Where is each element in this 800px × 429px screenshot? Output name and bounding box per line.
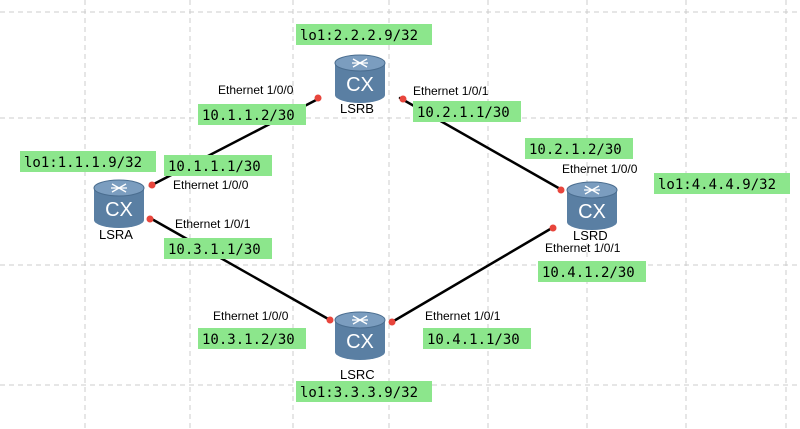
device-name-lsrb: LSRB — [340, 101, 374, 116]
loopback-label-bg — [654, 173, 790, 194]
ip-label-lsrb-e0: 10.1.1.2/30 — [202, 108, 295, 124]
ip-label-lsrd-e1: 10.4.1.2/30 — [542, 265, 635, 281]
port-label-lsrb-e1: Ethernet 1/0/1 — [413, 84, 489, 98]
port-label-lsra-e0: Ethernet 1/0/0 — [173, 178, 249, 192]
router-glyph: CX — [346, 74, 374, 96]
ip-label-lsra-e1: 10.3.1.1/30 — [168, 242, 261, 258]
port-dot-lsrb-e1[interactable] — [399, 95, 407, 103]
port-dot-lsrb-e0[interactable] — [314, 94, 322, 102]
port-label-lsra-e1: Ethernet 1/0/1 — [175, 217, 251, 231]
ip-label-bg — [525, 138, 633, 159]
device-name-lsrd: LSRD — [573, 228, 608, 243]
loopback-label-lsrc: lo1:3.3.3.9/32 — [300, 385, 418, 401]
link-lsrc-lsrd — [390, 226, 554, 324]
port-label-lsrd-e0: Ethernet 1/0/0 — [562, 162, 638, 176]
router-lsrc[interactable]: CX — [334, 311, 386, 360]
port-dot-lsrc-e1[interactable] — [388, 318, 396, 326]
router-icon: CX — [334, 54, 386, 103]
ip-label-bg — [413, 101, 521, 122]
ip-label-bg — [538, 261, 646, 282]
ip-label-lsrc-e0: 10.3.1.2/30 — [202, 332, 295, 348]
link-lsra-lsrc — [148, 216, 332, 322]
ip-label-lsrc-e1: 10.4.1.1/30 — [427, 332, 520, 348]
ip-label-lsra-e0: 10.1.1.1/30 — [168, 159, 261, 175]
router-lsrb[interactable]: CX — [334, 54, 386, 103]
port-dot-lsrd-e0[interactable] — [557, 186, 565, 194]
loopback-label-lsrd: lo1:4.4.4.9/32 — [658, 177, 776, 193]
port-label-lsrc-e0: Ethernet 1/0/0 — [213, 309, 289, 323]
loopback-label-bg — [20, 151, 156, 172]
ip-label-bg — [198, 328, 306, 349]
router-icon: CX — [566, 181, 618, 230]
loopback-label-lsra: lo1:1.1.1.9/32 — [24, 155, 142, 171]
router-lsrd[interactable]: CX — [566, 181, 618, 230]
ip-label-bg — [423, 328, 531, 349]
ip-label-bg — [164, 238, 272, 259]
ip-label-lsrb-e1: 10.2.1.1/30 — [417, 105, 510, 121]
loopback-label-lsrb: lo1:2.2.2.9/32 — [300, 28, 418, 44]
router-glyph: CX — [105, 199, 133, 221]
port-dot-lsrc-e0[interactable] — [326, 316, 334, 324]
loopback-label-bg — [296, 24, 432, 45]
device-name-lsrc: LSRC — [340, 367, 375, 382]
port-label-lsrb-e0: Ethernet 1/0/0 — [218, 83, 294, 97]
router-lsra[interactable]: CX — [93, 179, 145, 228]
ip-label-lsrd-e0: 10.2.1.2/30 — [529, 142, 622, 158]
device-name-lsra: LSRA — [99, 227, 133, 242]
ip-label-bg — [164, 155, 272, 176]
router-glyph: CX — [578, 201, 606, 223]
router-icon: CX — [334, 311, 386, 360]
loopback-label-bg — [296, 381, 432, 402]
router-glyph: CX — [346, 331, 374, 353]
port-dot-lsrd-e1[interactable] — [549, 224, 557, 232]
port-label-lsrc-e1: Ethernet 1/0/1 — [425, 309, 501, 323]
router-icon: CX — [93, 179, 145, 228]
port-dot-lsra-e1[interactable] — [146, 215, 154, 223]
ip-label-bg — [198, 104, 306, 125]
port-label-lsrd-e1: Ethernet 1/0/1 — [545, 241, 621, 255]
port-dot-lsra-e0[interactable] — [148, 181, 156, 189]
